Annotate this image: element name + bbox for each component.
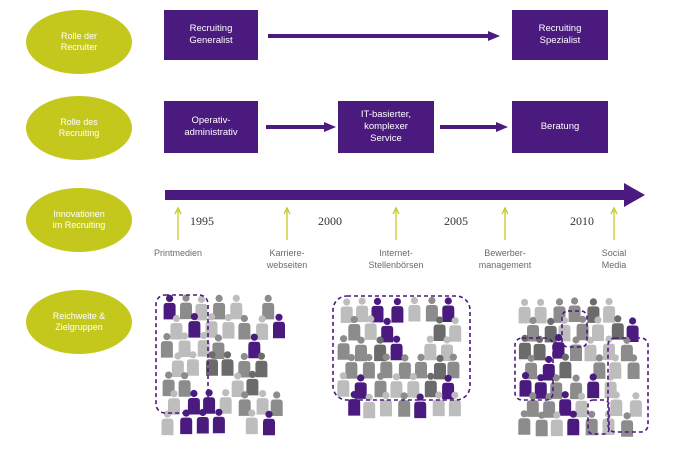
person-figure (230, 294, 243, 320)
person-figure (270, 391, 283, 416)
box-beratung: Beratung (512, 101, 608, 153)
person-figure (391, 298, 404, 323)
year-2005: 2005 (444, 214, 468, 228)
crowd-group-3 (518, 297, 642, 437)
person-figure (273, 313, 285, 339)
person-figure (337, 335, 350, 360)
year-2010: 2010 (570, 214, 594, 228)
milestone-internet-stellenboersen: Internet- Stellenbörsen (368, 248, 424, 271)
tick-karrierewebseiten (283, 206, 291, 240)
box-operativ-administrativ: Operativ- administrativ (164, 101, 258, 153)
row-label-rolle-der-recruiter: Rolle der Recruiter (26, 10, 132, 74)
dashed-outline-stellenboersen-group (332, 295, 471, 401)
arrow-operativ-to-it (266, 122, 336, 132)
person-figure (442, 297, 455, 322)
person-figure (518, 298, 531, 324)
timeline-arrow (165, 183, 645, 207)
person-figure (262, 294, 275, 320)
arrow-it-to-beratung (440, 122, 508, 132)
person-figure (180, 294, 192, 320)
box-recruiting-generalist: Recruiting Generalist (164, 10, 258, 60)
milestone-bewerbermanagement: Bewerber- management (478, 248, 532, 271)
crowd-group-1 (160, 294, 285, 436)
person-figure (568, 297, 581, 322)
arrow-generalist-to-spezialist (268, 31, 500, 41)
milestone-social-media: Social Media (601, 248, 627, 271)
row-label-rolle-des-recruiting: Rolle des Recruiting (26, 96, 132, 160)
tick-social-media (610, 206, 618, 240)
crowd-group-2 (337, 296, 462, 419)
tick-bewerbermanagement (501, 206, 509, 240)
dashed-outline-printmedien-group (155, 294, 209, 414)
row-label-reichweite: Reichweite & Zielgruppen (26, 290, 132, 354)
box-recruiting-spezialist: Recruiting Spezialist (512, 10, 608, 60)
dashed-outline-social-group-1 (514, 337, 554, 401)
year-2000: 2000 (318, 214, 342, 228)
dashed-outline-social-group-3 (607, 337, 649, 433)
year-1995: 1995 (190, 214, 214, 228)
person-figure (356, 297, 369, 323)
box-it-basierter-service: IT-basierter, komplexer Service (338, 101, 434, 153)
person-figure (603, 298, 616, 323)
milestone-karrierewebseiten: Karriere- webseiten (266, 248, 308, 271)
person-figure (629, 392, 642, 417)
dashed-outline-social-group-4 (587, 399, 610, 435)
row-label-innovationen: Innovationen im Recruiting (26, 188, 132, 252)
person-figure (408, 296, 421, 322)
person-figure (163, 294, 176, 320)
milestone-printmedien: Printmedien (153, 248, 203, 258)
person-figure (425, 296, 438, 322)
tick-stellenboersen (392, 206, 400, 240)
tick-printmedien (174, 206, 182, 240)
